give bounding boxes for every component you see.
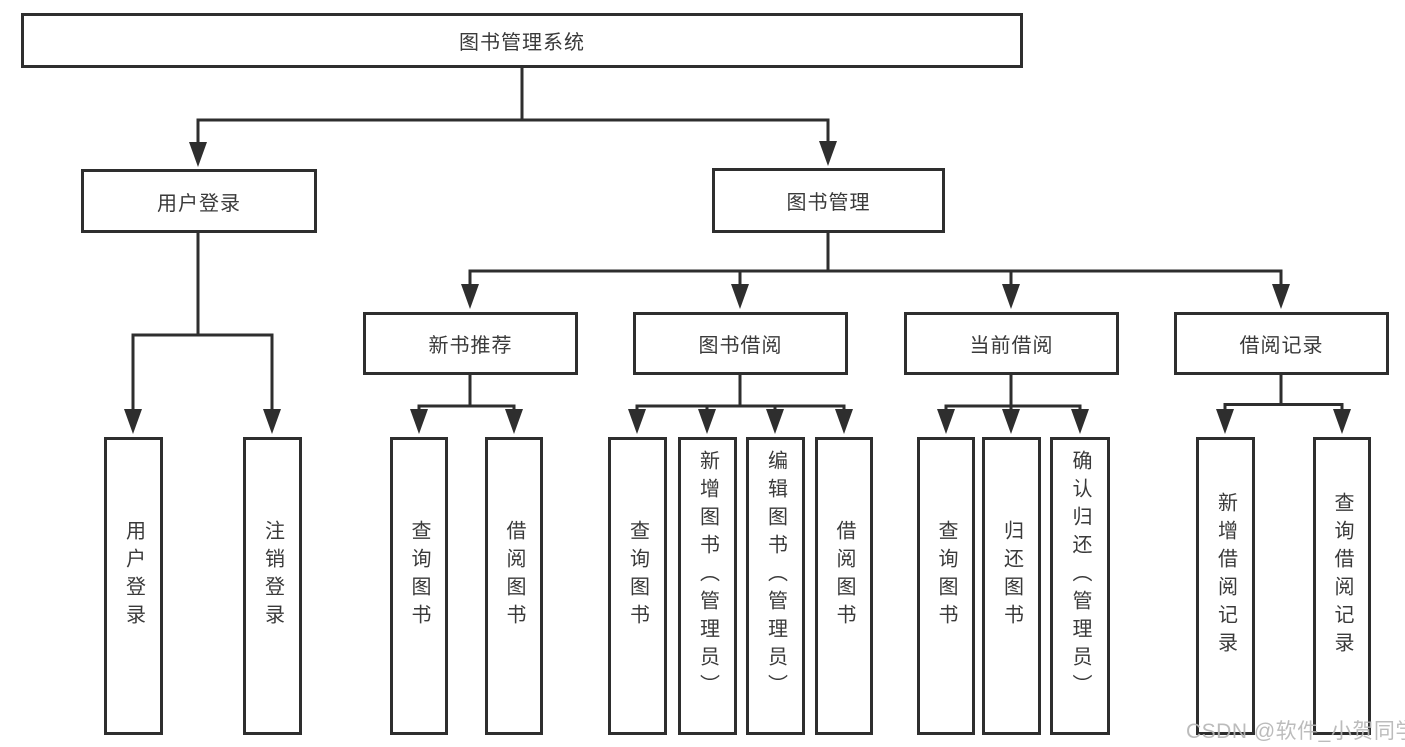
node-current-borrowing: 当前借阅 xyxy=(904,312,1119,375)
leaf-logout: 注销登录 xyxy=(243,437,302,735)
leaf-query-books-current: 查询图书 xyxy=(917,437,975,735)
leaf-borrow-books: 借阅图书 xyxy=(815,437,873,735)
leaf-query-books-recommend: 查询图书 xyxy=(390,437,448,735)
leaf-edit-book-admin: 编辑图书（管理员） xyxy=(746,437,805,735)
leaf-query-borrow-record: 查询借阅记录 xyxy=(1313,437,1371,735)
leaf-user-login: 用户登录 xyxy=(104,437,163,735)
leaf-borrow-books-recommend: 借阅图书 xyxy=(485,437,543,735)
leaf-add-book-admin: 新增图书（管理员） xyxy=(678,437,737,735)
leaf-confirm-return-admin: 确认归还（管理员） xyxy=(1050,437,1110,735)
node-borrowing-records: 借阅记录 xyxy=(1174,312,1389,375)
leaf-return-books: 归还图书 xyxy=(982,437,1041,735)
tree-edges xyxy=(131,68,1344,412)
node-book-management: 图书管理 xyxy=(712,168,945,233)
node-new-book-recommend: 新书推荐 xyxy=(363,312,578,375)
node-library-system: 图书管理系统 xyxy=(21,13,1023,68)
node-user-login: 用户登录 xyxy=(81,169,317,233)
arrowheads xyxy=(124,141,1351,434)
watermark: CSDN @软件_小贺同学 xyxy=(1186,720,1405,743)
node-book-borrowing: 图书借阅 xyxy=(633,312,848,375)
leaf-query-books-borrowing: 查询图书 xyxy=(608,437,667,735)
leaf-add-borrow-record: 新增借阅记录 xyxy=(1196,437,1255,735)
